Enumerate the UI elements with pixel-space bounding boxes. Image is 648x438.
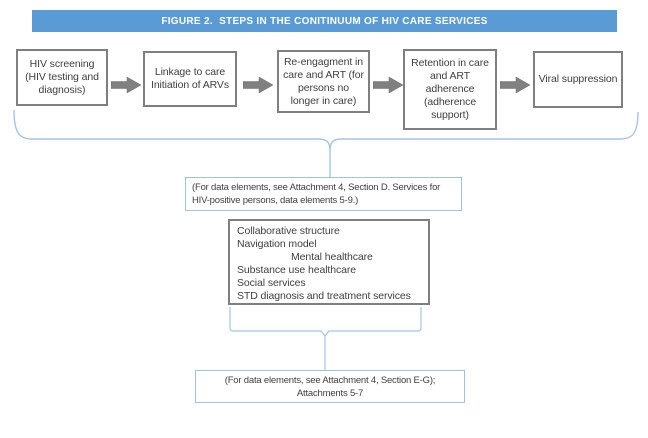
- service-list-item: Social services: [237, 277, 306, 289]
- service-list-item: Collaborative structure: [237, 225, 340, 237]
- block-arrow-right-icon: [110, 76, 142, 94]
- flow-step-hiv-screening: HIV screening (HIV testing and diagnosis…: [16, 49, 108, 106]
- services-list-box: Collaborative structure Navigation model…: [228, 219, 430, 305]
- curly-brace-down-icon: [8, 108, 644, 178]
- service-list-item: Mental healthcare: [291, 251, 373, 263]
- figure-title-bar: FIGURE 2. STEPS IN THE CONITINUUM OF HIV…: [32, 10, 617, 32]
- flow-step-linkage-to-care: Linkage to care Initiation of ARVs: [143, 51, 237, 107]
- attachment-note-bottom: (For data elements, see Attachment 4, Se…: [195, 370, 465, 403]
- service-list-item: Navigation model: [237, 238, 317, 250]
- flow-step-retention: Retention in care and ART adherence (adh…: [403, 49, 497, 130]
- service-list-item: STD diagnosis and treatment services: [237, 290, 411, 302]
- block-arrow-right-icon: [242, 76, 274, 94]
- flow-step-re-engagement: Re-engagment in care and ART (for person…: [277, 50, 370, 113]
- block-arrow-right-icon: [372, 76, 404, 94]
- attachment-note-top: (For data elements, see Attachment 4, Se…: [185, 177, 462, 211]
- flow-step-viral-suppression: Viral suppression: [533, 51, 623, 108]
- block-arrow-right-icon: [499, 76, 531, 94]
- bracket-down-icon: [225, 305, 430, 371]
- service-list-item: Substance use healthcare: [237, 264, 357, 276]
